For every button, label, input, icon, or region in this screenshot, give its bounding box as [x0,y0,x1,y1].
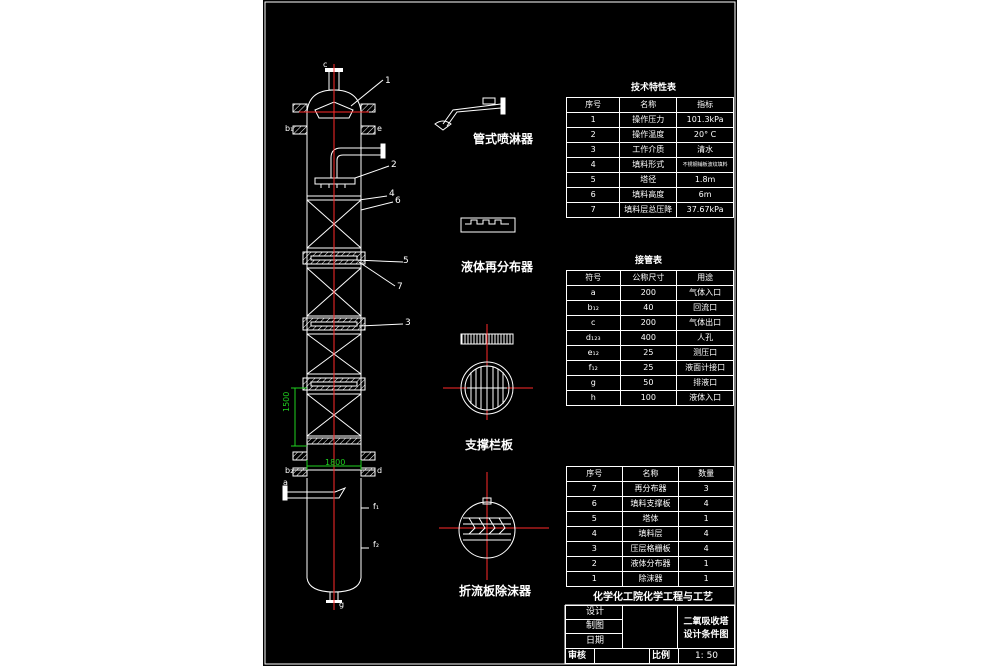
caption-demister: 折流板除沫器 [459,584,532,598]
review-value [594,648,650,664]
callout-6: 6 [395,196,401,206]
spray-detail [434,97,506,131]
th-use: 用途 [676,270,734,286]
callout-5: 5 [403,256,409,266]
review-label: 审核 [565,648,595,664]
design-label: 设计 [565,605,623,620]
centerlines [299,64,369,610]
demister [314,101,354,119]
callout-3: 3 [405,318,411,328]
nozzle-label-e: e [377,124,382,133]
th-part-seq: 序号 [566,466,623,482]
th-size: 公称尺寸 [619,270,678,286]
caption-spray: 管式喷淋器 [473,132,534,146]
nozzle-label-f1: f₁ [373,502,380,511]
th-name: 名称 [619,97,678,113]
drawing-name-cell: 二氧吸收塔 设计条件图 [677,605,735,649]
nozzle-label-b: b₁ [285,124,294,133]
leader-lines [350,79,404,327]
date-label: 日期 [565,633,623,649]
caption-support: 支撑栏板 [465,438,514,452]
drawing-name-line1: 二氧吸收塔 [683,617,729,627]
support-plate-detail [443,324,533,420]
drawing-label: 制图 [565,619,623,634]
nozzle-label-c: c [323,60,328,69]
dimension-diameter: 1800 [325,458,346,467]
signature-cell [622,605,678,649]
school-title: 化学化工院化学工程与工艺 [593,592,713,603]
caption-distributor: 液体再分布器 [461,260,534,274]
th-part-name: 名称 [621,466,680,482]
drawing-name-line2: 设计条件图 [683,630,729,640]
callout-1: 1 [385,76,391,86]
callout-4: 4 [389,189,395,199]
th-seq: 序号 [565,97,621,113]
th-symbol: 符号 [566,270,621,286]
th-part-qty: 数量 [678,466,734,482]
nozzle-label-a: a [283,478,288,487]
redistributor-detail [460,217,516,233]
tech-table-title: 技术特性表 [631,83,677,93]
nozzle-label-f2: f₂ [373,540,380,549]
nozzle-label-g: g [339,600,345,609]
nozzle-label-d: d [377,466,383,475]
th-value: 指标 [676,97,734,113]
demister-detail [439,472,549,580]
scale-label: 比例 [649,648,679,664]
dimension-lines [291,387,362,470]
nozzle-label-b2: b₂ [285,466,294,475]
dimension-height: 1500 [282,391,291,412]
nozzle-table-title: 接管表 [635,256,663,266]
sheet-border [264,1,736,665]
scale-value: 1: 50 [678,648,735,664]
callout-7: 7 [397,282,403,292]
drawing-sheet: 1 2 3 4 6 5 7 b₁ e c b₂ d a f₁ f₂ g 1500… [263,0,737,666]
callout-2: 2 [391,160,397,170]
